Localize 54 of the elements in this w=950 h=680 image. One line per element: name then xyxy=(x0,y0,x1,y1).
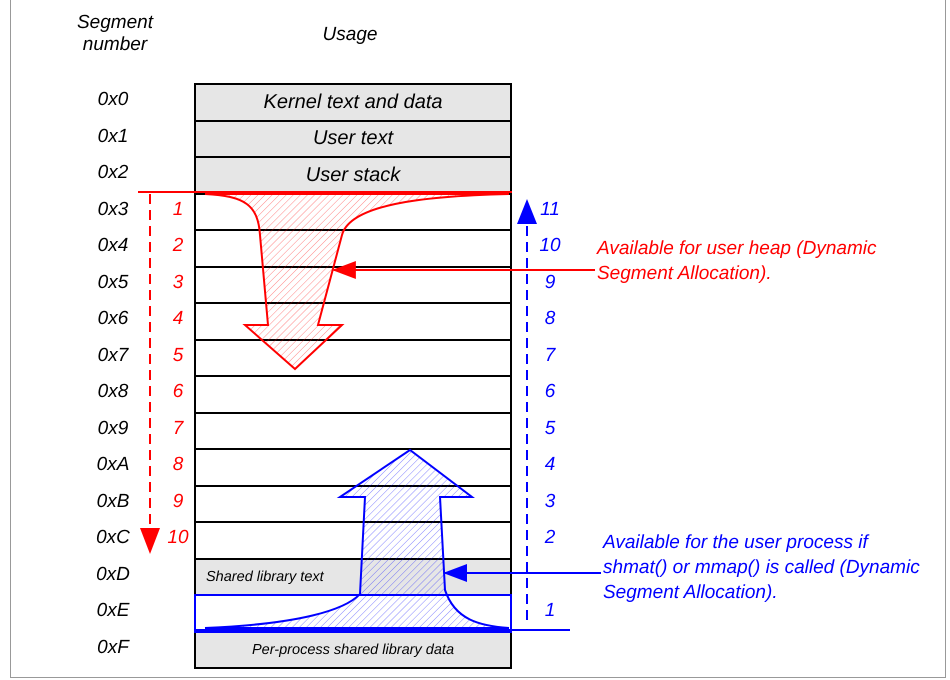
segment-number: 0xA xyxy=(96,454,130,476)
segment-number: 0x3 xyxy=(96,198,130,220)
segment-row xyxy=(194,120,512,158)
sequence-number: 7 xyxy=(172,418,185,440)
sequence-number: 9 xyxy=(544,272,556,294)
sequence-number: 2 xyxy=(544,527,556,549)
segment-number: 0x2 xyxy=(96,162,130,184)
segment-usage-text: User stack xyxy=(306,164,400,187)
sequence-number: 11 xyxy=(539,198,561,220)
segment-number: 0x8 xyxy=(96,381,130,403)
segment-number: 0x9 xyxy=(96,418,130,440)
sequence-number: 2 xyxy=(172,235,184,257)
sequence-number: 5 xyxy=(172,344,184,366)
segment-number: 0xF xyxy=(96,636,131,658)
sequence-number: 1 xyxy=(544,600,556,622)
sequence-number: 8 xyxy=(544,308,556,330)
sequence-number: 10 xyxy=(166,527,190,549)
segment-row xyxy=(194,83,512,122)
sequence-number: 5 xyxy=(544,418,556,440)
segment-number: 0x5 xyxy=(96,272,130,294)
segment-number: 0xC xyxy=(95,527,131,549)
segment-number: 0x6 xyxy=(96,308,130,330)
empty-segment-row xyxy=(194,375,512,414)
column-heading: Segment number xyxy=(76,12,155,56)
sequence-number: 6 xyxy=(172,381,184,403)
sequence-number: 6 xyxy=(544,381,556,403)
segment-usage-text: Shared library text xyxy=(206,568,324,585)
sequence-number: 8 xyxy=(172,454,184,476)
segment-usage-text: Kernel text and data xyxy=(263,90,442,114)
empty-segment-row xyxy=(194,594,512,632)
segment-usage-text: User text xyxy=(312,127,394,150)
sequence-number: 10 xyxy=(538,235,562,257)
leader-arrow xyxy=(332,261,595,279)
empty-segment-row xyxy=(194,412,512,450)
column-heading: Usage xyxy=(322,24,378,46)
segment-number: 0x7 xyxy=(96,344,130,366)
sequence-number: 1 xyxy=(172,198,184,220)
sequence-number: 3 xyxy=(544,490,556,512)
shared-callout-text: Available for the user process if shmat() or mmap() is called (Dynamic Segment Allocation). xyxy=(603,530,921,605)
segment-number: 0xE xyxy=(96,600,130,622)
segment-number: 0xD xyxy=(95,564,131,586)
segment-number: 0x0 xyxy=(96,89,130,111)
heap-callout-text: Available for user heap (Dynamic Segment Allocation). xyxy=(597,236,892,286)
segment-number: 0xB xyxy=(96,490,130,512)
leader-arrow xyxy=(443,564,601,582)
segment-number: 0x4 xyxy=(96,235,130,257)
sequence-number: 4 xyxy=(172,308,184,330)
sequence-number: 9 xyxy=(172,490,184,512)
sequence-number: 3 xyxy=(172,272,184,294)
sequence-number: 7 xyxy=(544,344,557,366)
sequence-number: 4 xyxy=(544,454,556,476)
segment-usage-text: Per-process shared library data xyxy=(252,642,454,658)
segment-row xyxy=(194,630,512,669)
segment-number: 0x1 xyxy=(96,126,130,148)
